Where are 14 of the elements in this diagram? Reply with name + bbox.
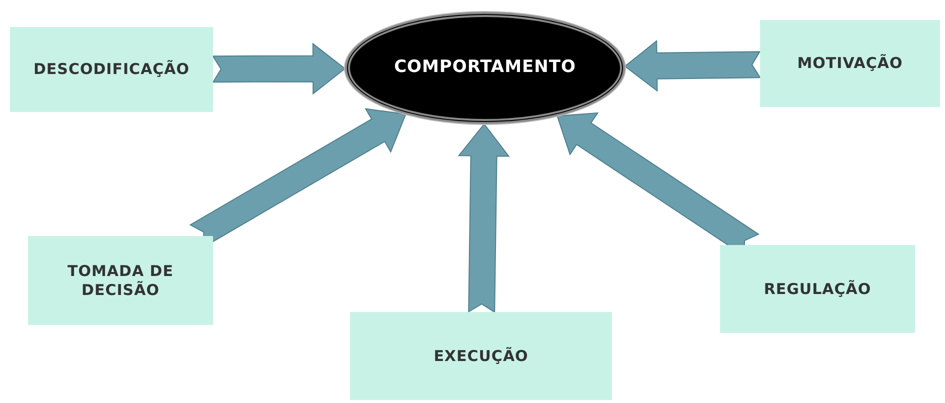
node-label: DESCODIFICAÇÃO (33, 60, 190, 79)
concept-box (10, 27, 213, 112)
concept-box (720, 245, 915, 333)
node-label: TOMADA DE DECISÃO (66, 262, 174, 300)
block-arrow (212, 42, 346, 95)
node-label: COMPORTAMENTO (394, 57, 576, 79)
concept-box (350, 312, 612, 400)
node-label: EXECUÇÃO (434, 346, 528, 366)
node-label: REGULAÇÃO (764, 280, 872, 298)
block-arrow (458, 123, 510, 314)
concept-box (760, 20, 940, 107)
block-arrow (624, 40, 762, 92)
concept-box (28, 236, 213, 325)
node-label: MOTIVAÇÃO (797, 54, 903, 73)
